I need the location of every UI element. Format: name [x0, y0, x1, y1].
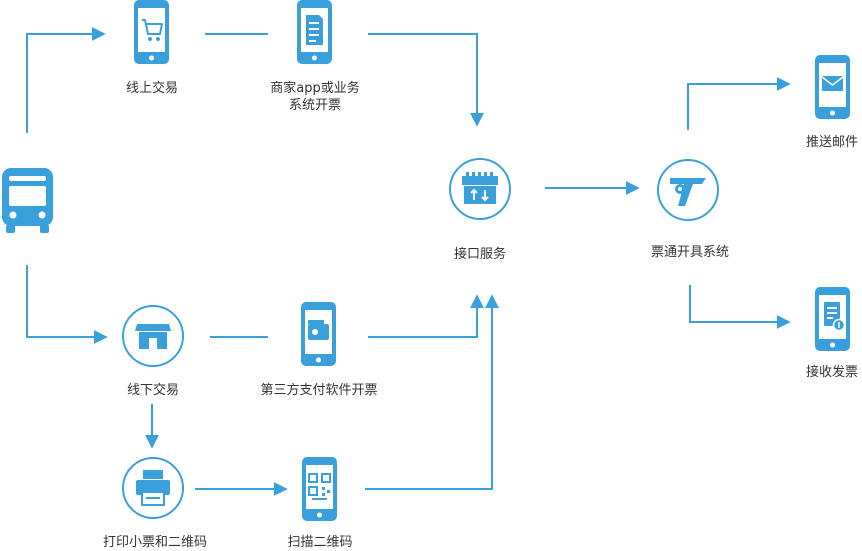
wallet-phone-icon — [301, 302, 336, 366]
ticket-system-label: 票通开具系统 — [650, 245, 729, 260]
mail-phone-icon — [815, 55, 850, 119]
receive-invoice-label: 接收发票 — [805, 365, 858, 380]
ticket-system-logo-icon — [657, 159, 719, 221]
api-service-label: 接口服务 — [453, 247, 506, 262]
push-email-label: 推送邮件 — [805, 135, 858, 150]
third-party-pay-label: 第三方支付软件开票 — [260, 383, 378, 398]
arrow-bus-to-online — [26, 27, 106, 133]
merchant-invoice-label-line2: 系统开票 — [288, 98, 341, 113]
document-phone-icon — [297, 0, 332, 64]
arrow-scan-to-api — [365, 294, 499, 490]
qr-code-phone-icon — [302, 457, 337, 521]
arrow-bus-to-offline — [26, 265, 108, 344]
bus-icon — [2, 168, 53, 233]
invoice-phone-icon — [815, 287, 850, 351]
online-trade-label: 线上交易 — [125, 81, 178, 96]
arrow-ticket-to-receive — [689, 285, 791, 329]
merchant-invoice-label: 商家app或业务 系统开票 — [245, 80, 385, 114]
printer-icon — [122, 457, 184, 519]
shopping-cart-phone-icon — [134, 0, 169, 64]
arrow-ticket-to-email — [687, 77, 791, 130]
arrow-thirdparty-to-api — [368, 294, 484, 338]
print-receipt-label: 打印小票和二维码 — [102, 535, 207, 550]
interface-icon — [449, 158, 511, 220]
connectors — [26, 27, 791, 496]
arrow-merchant-to-api — [368, 33, 484, 127]
merchant-invoice-label-line1: 商家app或业务 — [270, 81, 360, 96]
offline-trade-label: 线下交易 — [126, 383, 179, 398]
store-icon — [122, 305, 184, 367]
scan-qr-label: 扫描二维码 — [287, 535, 353, 550]
